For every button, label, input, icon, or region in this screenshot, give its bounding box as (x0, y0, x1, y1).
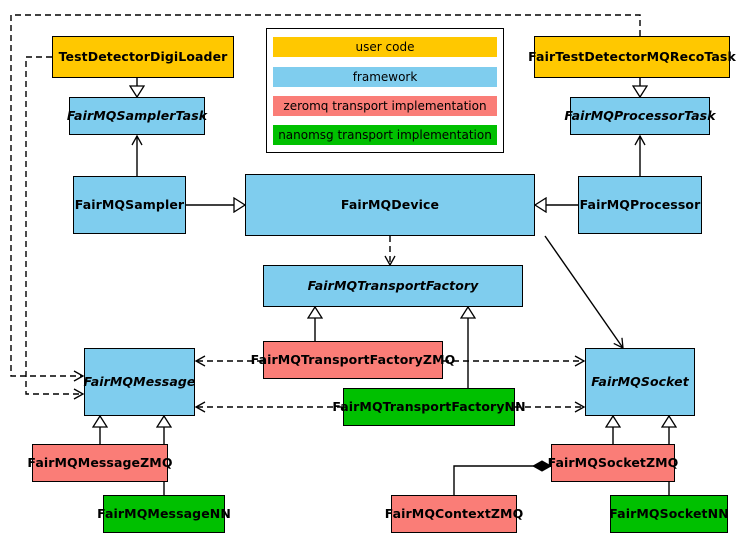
class-label: FairMQMessage (83, 373, 196, 389)
class-node-fairmqmessage[interactable]: FairMQMessage (84, 348, 195, 416)
class-node-fairmqdevice[interactable]: FairMQDevice (245, 174, 535, 236)
class-label: FairMQContextZMQ (384, 505, 524, 521)
class-node-fairmqsampler[interactable]: FairMQSampler (73, 176, 186, 234)
class-label: FairMQSocketZMQ (547, 454, 679, 470)
legend-label-user-code: user code (355, 40, 415, 54)
class-label: FairTestDetectorMQRecoTask (528, 48, 736, 64)
class-node-fairmqprocessor[interactable]: FairMQProcessor (578, 176, 702, 234)
class-node-fairmqsocketzmq[interactable]: FairMQSocketZMQ (548, 444, 678, 482)
legend-item-nanomsg: nanomsg transport implementation (273, 125, 497, 145)
class-label: FairMQTransportFactory (307, 277, 479, 293)
class-node-fairmqtransportfactory[interactable]: FairMQTransportFactory (263, 265, 523, 307)
class-node-fairmqsamplertask[interactable]: FairMQSamplerTask (66, 97, 208, 135)
class-node-fairmqtransportfactoryzmq[interactable]: FairMQTransportFactoryZMQ (251, 341, 455, 379)
class-label: FairMQTransportFactoryNN (332, 398, 526, 414)
class-label: FairMQSamplerTask (66, 107, 208, 123)
class-node-fairmqtransportfactorynn[interactable]: FairMQTransportFactoryNN (332, 388, 526, 426)
legend-item-zeromq: zeromq transport implementation (273, 96, 497, 116)
legend-item-user-code: user code (273, 37, 497, 57)
legend-label-framework: framework (352, 70, 418, 84)
class-node-fairmqprocessortask[interactable]: FairMQProcessorTask (564, 97, 716, 135)
legend-label-nanomsg: nanomsg transport implementation (278, 128, 492, 142)
class-node-fairmqsocket[interactable]: FairMQSocket (585, 348, 695, 416)
edge-contextzmq-socketzmq (453, 466, 551, 495)
class-node-fairtestdetectormqrecotask[interactable]: FairTestDetectorMQRecoTask (528, 36, 736, 78)
class-node-fairmqmessagenn[interactable]: FairMQMessageNN (97, 495, 231, 533)
class-label: FairMQSampler (74, 196, 185, 212)
class-node-fairmqsocketnn[interactable]: FairMQSocketNN (609, 495, 729, 533)
class-label: TestDetectorDigiLoader (58, 48, 228, 64)
class-node-fairmqcontextzmq[interactable]: FairMQContextZMQ (385, 495, 523, 533)
class-node-fairmqmessagezmq[interactable]: FairMQMessageZMQ (27, 444, 172, 482)
edge-digiloader-message (25, 56, 85, 400)
class-label: FairMQDevice (340, 196, 440, 212)
class-label: FairMQMessageNN (97, 505, 231, 521)
legend-label-zeromq: zeromq transport implementation (283, 99, 487, 113)
class-label: FairMQSocketNN (609, 505, 729, 521)
class-label: FairMQProcessorTask (564, 107, 716, 123)
class-node-testdetectordigiloader[interactable]: TestDetectorDigiLoader (52, 36, 234, 78)
class-label: FairMQSocket (591, 373, 689, 389)
class-label: FairMQTransportFactoryZMQ (250, 351, 456, 367)
edge-device-socket (544, 235, 624, 350)
edge-recotask-message (10, 14, 641, 382)
class-label: FairMQMessageZMQ (27, 454, 173, 470)
class-label: FairMQProcessor (579, 196, 701, 212)
legend-item-framework: framework (273, 67, 497, 87)
